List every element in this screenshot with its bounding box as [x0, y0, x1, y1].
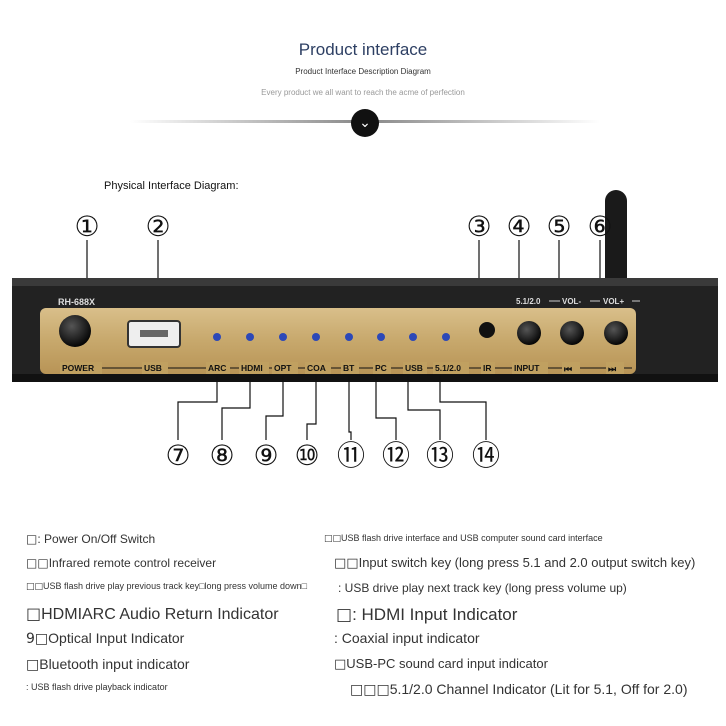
label-vol-plus: VOL+ [603, 297, 624, 306]
next-track-icon: ⏭ [608, 365, 617, 375]
label-vol-minus: VOL- [562, 297, 581, 306]
desc-prefix: □□□ [350, 682, 390, 698]
panel-label-5-1-2-0: 5.1/2.0 [435, 363, 461, 373]
callout-7: ⑦ [165, 439, 190, 472]
label-5-1-2-0: 5.1/2.0 [516, 297, 541, 306]
desc-right-4: □: HDMI Input Indicator [336, 605, 517, 625]
panel-label-power: POWER [62, 363, 94, 373]
desc-left-6: □Bluetooth input indicator [26, 656, 189, 673]
callout-14: ⑭ [472, 439, 500, 472]
desc-left-4: □HDMIARC Audio Return Indicator [26, 604, 279, 624]
panel-label-coa: COA [307, 363, 326, 373]
vol-down-button[interactable] [560, 321, 584, 345]
panel-label-hdmi: HDMI [241, 363, 263, 373]
desc-text: : HDMI Input Indicator [352, 605, 518, 624]
desc-text: 5.1/2.0 Channel Indicator (Lit for 5.1, … [389, 681, 688, 697]
panel-label-usb-2: USB [405, 363, 423, 373]
desc-text: USB flash drive interface and USB comput… [341, 533, 603, 543]
panel-label-pc: PC [375, 363, 387, 373]
desc-text: Bluetooth input indicator [39, 656, 190, 672]
desc-text: : Coaxial input indicator [334, 630, 480, 646]
panel-label-ir: IR [483, 363, 492, 373]
callout-13: ⑬ [426, 439, 454, 472]
callout-1: ① [74, 210, 99, 243]
callout-4: ④ [506, 210, 531, 243]
desc-right-1: □□USB flash drive interface and USB comp… [324, 533, 603, 544]
antenna [605, 190, 627, 290]
desc-prefix: □□ [26, 582, 44, 592]
desc-prefix: □ [26, 657, 40, 673]
desc-text: USB-PC sound card input indicator [346, 656, 548, 671]
usb-port[interactable] [127, 320, 181, 348]
desc-left-7: : USB flash drive playback indicator [26, 682, 168, 693]
input-button[interactable] [517, 321, 541, 345]
desc-prefix: □□ [324, 534, 342, 544]
led-hdmi [246, 333, 254, 341]
desc-prefix: □ [336, 605, 353, 625]
callout-12: ⑫ [382, 439, 410, 472]
panel-label-usb: USB [144, 363, 162, 373]
desc-prefix: □ [26, 604, 42, 623]
page-title: Product interface [298, 40, 428, 59]
desc-text: USB flash drive play previous track key□… [43, 581, 308, 591]
desc-left-2: □□Infrared remote control receiver [26, 556, 216, 570]
desc-text: Optical Input Indicator [48, 630, 185, 646]
desc-left-3: □□USB flash drive play previous track ke… [26, 581, 307, 592]
desc-prefix: 9□ [26, 631, 49, 647]
desc-right-3: : USB drive play next track key (long pr… [338, 581, 627, 595]
callout-11: ⑪ [337, 439, 365, 472]
led-opt [279, 333, 287, 341]
page-subtitle: Product Interface Description Diagram [295, 67, 431, 76]
led-coa [312, 333, 320, 341]
panel-label-bt: BT [343, 363, 355, 373]
diagram-heading: Physical Interface Diagram: [104, 180, 239, 192]
led-5-1 [442, 333, 450, 341]
desc-text: : USB flash drive playback indicator [26, 682, 168, 692]
chevron-down-icon[interactable]: ⌄ [351, 109, 379, 137]
desc-right-7: □□□5.1/2.0 Channel Indicator (Lit for 5.… [350, 681, 687, 698]
desc-left-1: □: Power On/Off Switch [26, 532, 155, 546]
panel-label-opt: OPT [274, 363, 292, 373]
callout-9: ⑨ [253, 439, 278, 472]
desc-left-5: 9□Optical Input Indicator [26, 630, 184, 647]
callout-6: ⑥ [587, 210, 612, 243]
desc-prefix: □□ [334, 556, 359, 571]
callout-3: ③ [466, 210, 491, 243]
callout-2: ② [145, 210, 170, 243]
callout-8: ⑧ [209, 439, 234, 472]
led-bt [345, 333, 353, 341]
led-pc [377, 333, 385, 341]
desc-text: HDMIARC Audio Return Indicator [41, 606, 279, 623]
model-label: RH-688X [58, 297, 95, 307]
desc-text: : Power On/Off Switch [37, 532, 156, 546]
desc-prefix: □ [26, 532, 38, 546]
desc-prefix: □□ [26, 556, 49, 570]
prev-track-icon: ⏮ [564, 365, 572, 375]
device-diagram: RH-688X 5.1/2.0 VOL- VOL+ POWER USB ARC … [12, 190, 718, 472]
ir-receiver [479, 322, 495, 338]
callout-10: ⑩ [294, 439, 319, 472]
tagline: Every product we all want to reach the a… [261, 88, 465, 97]
desc-right-2: □□Input switch key (long press 5.1 and 2… [334, 555, 695, 571]
desc-right-5: : Coaxial input indicator [334, 630, 480, 647]
desc-text: : USB drive play next track key (long pr… [338, 581, 627, 595]
panel-label-arc: ARC [208, 363, 226, 373]
panel-label-input: INPUT [514, 363, 540, 373]
callout-5: ⑤ [546, 210, 571, 243]
led-usb [409, 333, 417, 341]
desc-right-6: □USB-PC sound card input indicator [334, 656, 548, 672]
led-arc [213, 333, 221, 341]
desc-prefix: □ [334, 657, 347, 672]
desc-text: Infrared remote control receiver [48, 556, 217, 570]
power-knob[interactable] [59, 315, 91, 347]
vol-up-button[interactable] [604, 321, 628, 345]
desc-text: Input switch key (long press 5.1 and 2.0… [358, 555, 696, 570]
